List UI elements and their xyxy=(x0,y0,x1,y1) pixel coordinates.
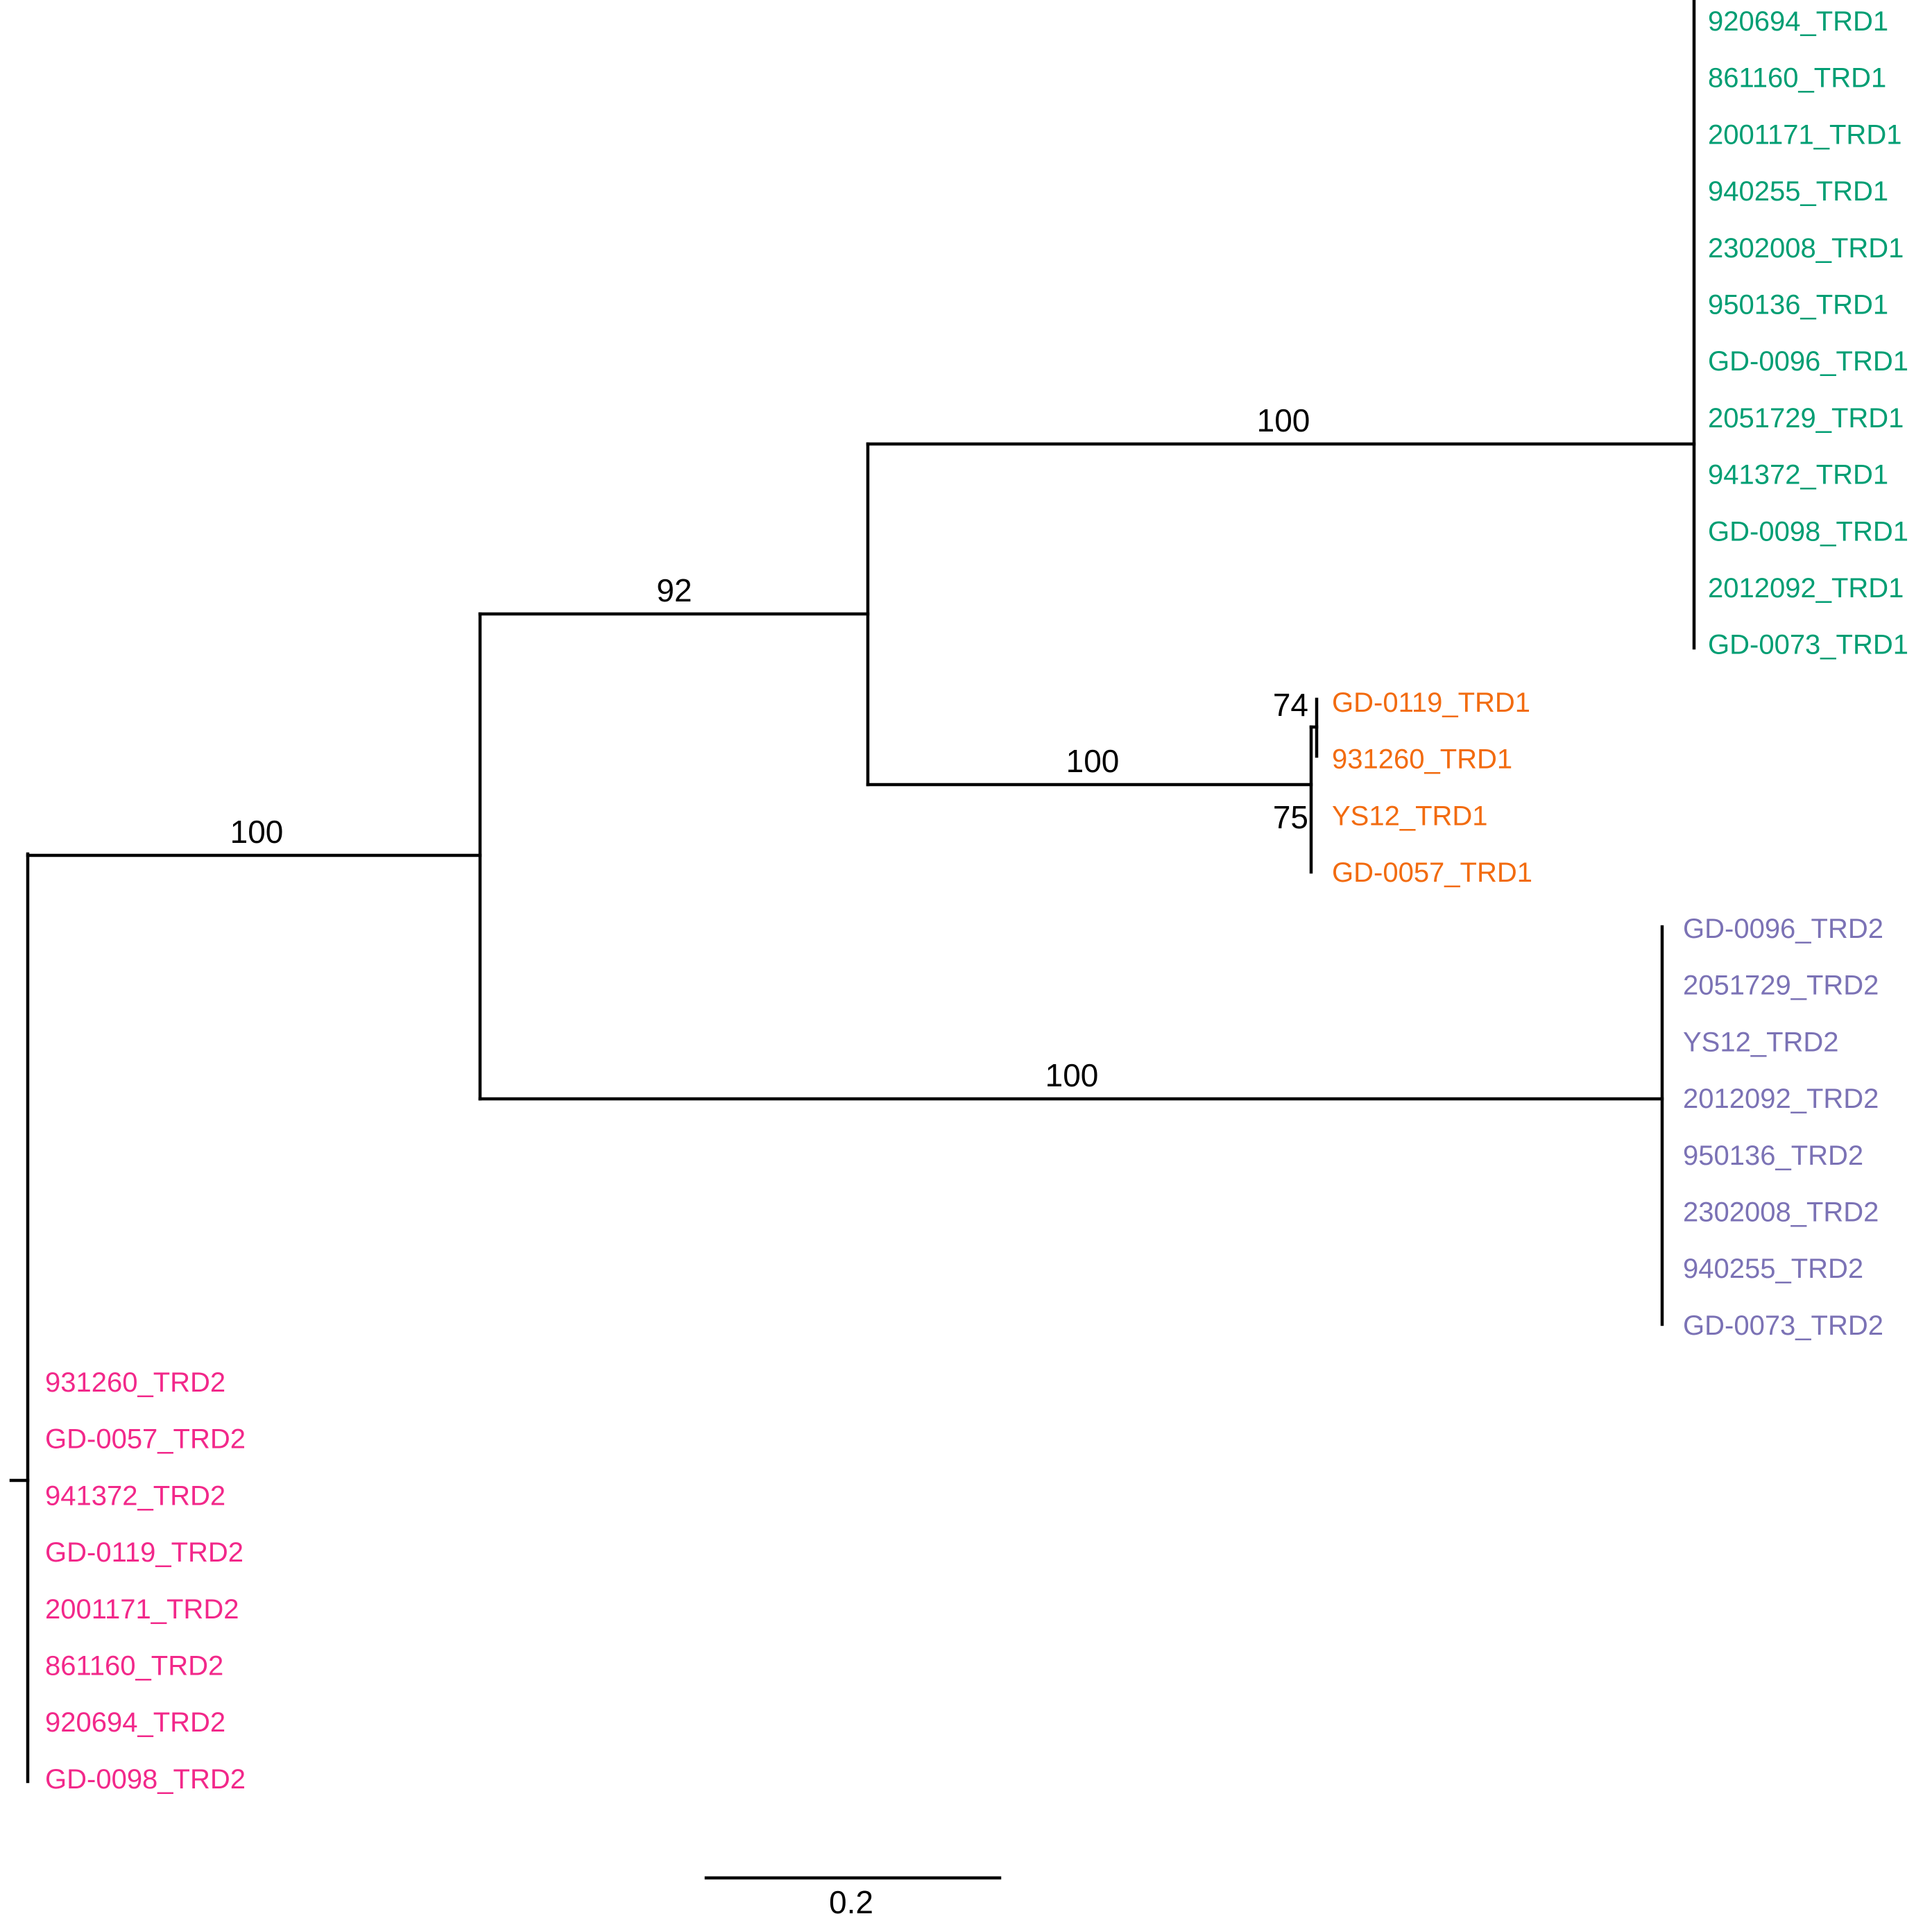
tip-label: 2051729_TRD1 xyxy=(1708,403,1904,434)
tip-label: GD-0098_TRD2 xyxy=(45,1764,246,1795)
tip-label: 931260_TRD2 xyxy=(45,1367,225,1398)
tip-label: 2012092_TRD1 xyxy=(1708,573,1904,604)
support-purple-clade: 100 xyxy=(1045,1057,1099,1093)
support-trd1-node: 92 xyxy=(656,572,692,608)
tip-label: 941372_TRD2 xyxy=(45,1480,225,1511)
tip-label: GD-0073_TRD2 xyxy=(1683,1310,1883,1341)
tip-label: 920694_TRD2 xyxy=(45,1707,225,1738)
tip-label: 861160_TRD1 xyxy=(1708,63,1886,94)
support-root-to-main: 100 xyxy=(230,814,284,850)
tip-label: 2051729_TRD2 xyxy=(1683,971,1879,1001)
tip-label: YS12_TRD1 xyxy=(1332,801,1488,831)
tip-label: 950136_TRD1 xyxy=(1708,290,1888,320)
tip-label: GD-0073_TRD1 xyxy=(1708,630,1908,660)
tip-label: 940255_TRD1 xyxy=(1708,176,1888,207)
tip-label: 940255_TRD2 xyxy=(1683,1254,1863,1284)
tip-label: YS12_TRD2 xyxy=(1683,1027,1839,1057)
tip-label: GD-0057_TRD2 xyxy=(45,1424,246,1455)
tip-label: 2302008_TRD1 xyxy=(1708,233,1904,264)
tip-label: 950136_TRD2 xyxy=(1683,1140,1863,1171)
tip-label: 2012092_TRD2 xyxy=(1683,1084,1879,1114)
support-green-clade: 100 xyxy=(1257,402,1310,438)
support-orange-clade: 100 xyxy=(1066,743,1120,779)
tip-label: 920694_TRD1 xyxy=(1708,6,1888,37)
tip-label: 861160_TRD2 xyxy=(45,1651,223,1682)
tip-label: 2001171_TRD1 xyxy=(1708,119,1901,150)
orange-clade-labels: GD-0119_TRD1 931260_TRD1YS12_TRD1GD-0057_… xyxy=(1332,687,1532,888)
tip-label: GD-0119_TRD2 xyxy=(45,1537,243,1568)
support-orange-sub-bottom: 75 xyxy=(1273,799,1308,835)
tip-label: GD-0119_TRD1 xyxy=(1332,687,1530,718)
tip-label: GD-0057_TRD1 xyxy=(1332,857,1532,888)
scale-bar-label: 0.2 xyxy=(829,1884,873,1920)
support-orange-sub-top: 74 xyxy=(1273,687,1308,723)
tip-label: 941372_TRD1 xyxy=(1708,460,1888,490)
tip-label: GD-0096_TRD1 xyxy=(1708,346,1908,377)
green-clade-labels: 920694_TRD1 861160_TRD1 2001171_TRD1 940255… xyxy=(1708,6,1908,660)
tip-label: 2302008_TRD2 xyxy=(1683,1197,1879,1228)
tip-label: GD-0096_TRD2 xyxy=(1683,914,1883,944)
tip-label: 2001171_TRD2 xyxy=(45,1594,239,1625)
tip-label: GD-0098_TRD1 xyxy=(1708,516,1908,547)
tip-label: 931260_TRD1 xyxy=(1332,744,1512,775)
